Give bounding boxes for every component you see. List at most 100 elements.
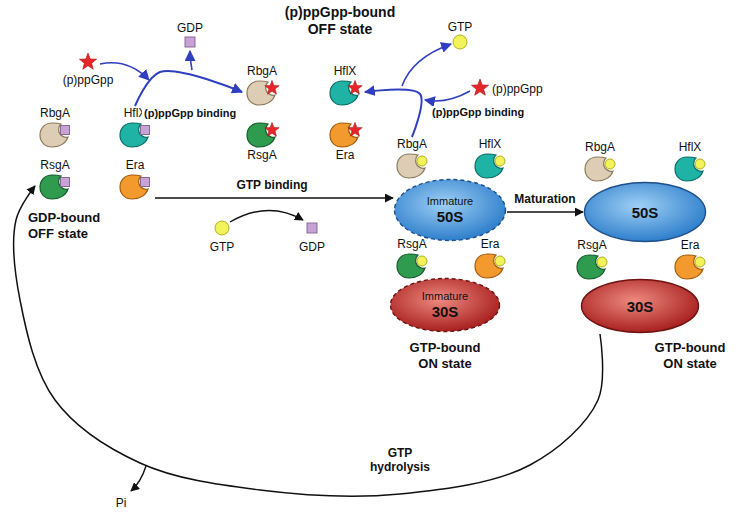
ligand-label: Pi — [116, 496, 127, 510]
protein-name: HflX — [334, 64, 357, 78]
gtpase-protein: HflX — [325, 64, 365, 106]
subunit-name: 30S — [432, 303, 459, 320]
ppgpp-star — [79, 53, 96, 69]
gtp-ball — [215, 221, 229, 235]
protein-shape — [35, 172, 75, 200]
state-label: GTP-bound ON state — [400, 340, 490, 371]
protein-shape — [35, 120, 75, 148]
protein-shape — [115, 120, 155, 148]
ribosome-subunit: Immature50S — [393, 178, 507, 242]
ribosome-outline — [582, 280, 699, 333]
state-label: (p)ppGpp-bound OFF state — [270, 4, 410, 38]
protein-shape — [670, 154, 710, 182]
protein-name: RsgA — [397, 237, 426, 251]
ligand-label: GDP — [299, 240, 325, 254]
protein-shape — [670, 252, 710, 280]
ppgpp-star — [471, 79, 488, 95]
ppgpp-binding-arrow — [135, 71, 242, 106]
gtpase-protein: Era — [670, 238, 710, 280]
gtpase-protein: HflX — [670, 140, 710, 182]
protein-name: RbgA — [247, 64, 277, 78]
gtp-ball — [495, 256, 505, 266]
protein-shape — [242, 78, 282, 106]
protein-name: Era — [481, 237, 500, 251]
ppgpp-binding-arrow — [365, 89, 422, 137]
protein-shape — [580, 154, 620, 182]
gdp-square — [141, 126, 150, 135]
gtpase-protein: RbgA — [242, 64, 282, 106]
protein-shape — [115, 172, 155, 200]
cycle-arrow — [155, 197, 393, 199]
cycle-arrow — [507, 211, 583, 213]
gtp-ball — [597, 257, 607, 267]
protein-shape — [572, 252, 612, 280]
ligand-out-arc — [190, 51, 192, 70]
ppgpp-star — [348, 122, 363, 136]
ppgpp-star — [265, 122, 280, 136]
ribosome-subunit: 50S — [583, 181, 707, 243]
maturity-tag: Immature — [422, 290, 468, 303]
ligand-in-arc — [425, 91, 470, 101]
protein-name: RsgA — [247, 148, 276, 162]
gtpase-protein: Era — [325, 120, 365, 162]
ppgpp-star — [348, 80, 363, 94]
ribosome-subunit: 30S — [580, 278, 700, 334]
gtp-ball — [695, 257, 705, 267]
protein-shape — [470, 151, 510, 179]
gdp-square — [61, 178, 70, 187]
subunit-name: 50S — [632, 204, 659, 221]
protein-shape — [325, 120, 365, 148]
gtpase-protein: Era — [115, 158, 155, 200]
subunit-name: 50S — [437, 208, 464, 225]
ligand-label: GTP — [210, 240, 235, 254]
protein-name: RsgA — [577, 238, 606, 252]
gtpase-protein: Era — [470, 237, 510, 279]
gtp-ball — [605, 159, 615, 169]
gdp-square — [307, 223, 317, 233]
ligand-label: (p)ppGpp — [492, 82, 543, 96]
ribosome-subunit: Immature30S — [389, 277, 501, 333]
protein-name: Era — [681, 238, 700, 252]
gtpase-protein: RbgA — [580, 140, 620, 182]
protein-name: RbgA — [397, 137, 427, 151]
gtpase-protein: RsgA — [572, 238, 612, 280]
step-label: Maturation — [512, 192, 577, 206]
protein-name: RbgA — [585, 140, 615, 154]
ribosome-outline — [585, 183, 706, 242]
gtpase-protein: RsgA — [242, 120, 282, 162]
gtpase-protein: RbgA — [392, 137, 432, 179]
gtp-ball — [695, 159, 705, 169]
step-label: (p)ppGpp binding — [142, 107, 238, 120]
state-label: GTP-bound ON state — [645, 340, 735, 371]
protein-shape — [392, 151, 432, 179]
gtp-ball — [495, 156, 505, 166]
ligand-out-arc — [402, 44, 451, 86]
ribosome-outline — [391, 279, 500, 332]
subunit-name: 30S — [627, 298, 654, 315]
gtpase-protein: RbgA — [35, 106, 75, 148]
protein-name: HflX — [679, 140, 702, 154]
ligand-label: GDP — [177, 21, 203, 35]
gtp-ball — [453, 35, 467, 49]
step-label: GTP binding — [234, 178, 309, 192]
ligand-label: GTP — [448, 20, 473, 34]
step-label: (p)ppGpp binding — [430, 106, 526, 119]
gtpase-protein: HflX — [470, 137, 510, 179]
gdp-square — [141, 178, 150, 187]
ppgpp-star — [265, 80, 280, 94]
gdp-square — [61, 126, 70, 135]
maturity-tag: Immature — [427, 195, 473, 208]
protein-shape — [392, 251, 432, 279]
protein-name: Era — [336, 148, 355, 162]
protein-shape — [325, 78, 365, 106]
protein-name: RsgA — [40, 158, 69, 172]
gtp-ball — [417, 256, 427, 266]
ribosome-outline — [395, 180, 506, 241]
cycle-arrow — [14, 186, 603, 496]
gtpase-protein: RsgA — [392, 237, 432, 279]
protein-name: RbgA — [40, 106, 70, 120]
protein-name: Era — [126, 158, 145, 172]
pi-release-arc — [131, 466, 146, 491]
protein-shape — [242, 120, 282, 148]
